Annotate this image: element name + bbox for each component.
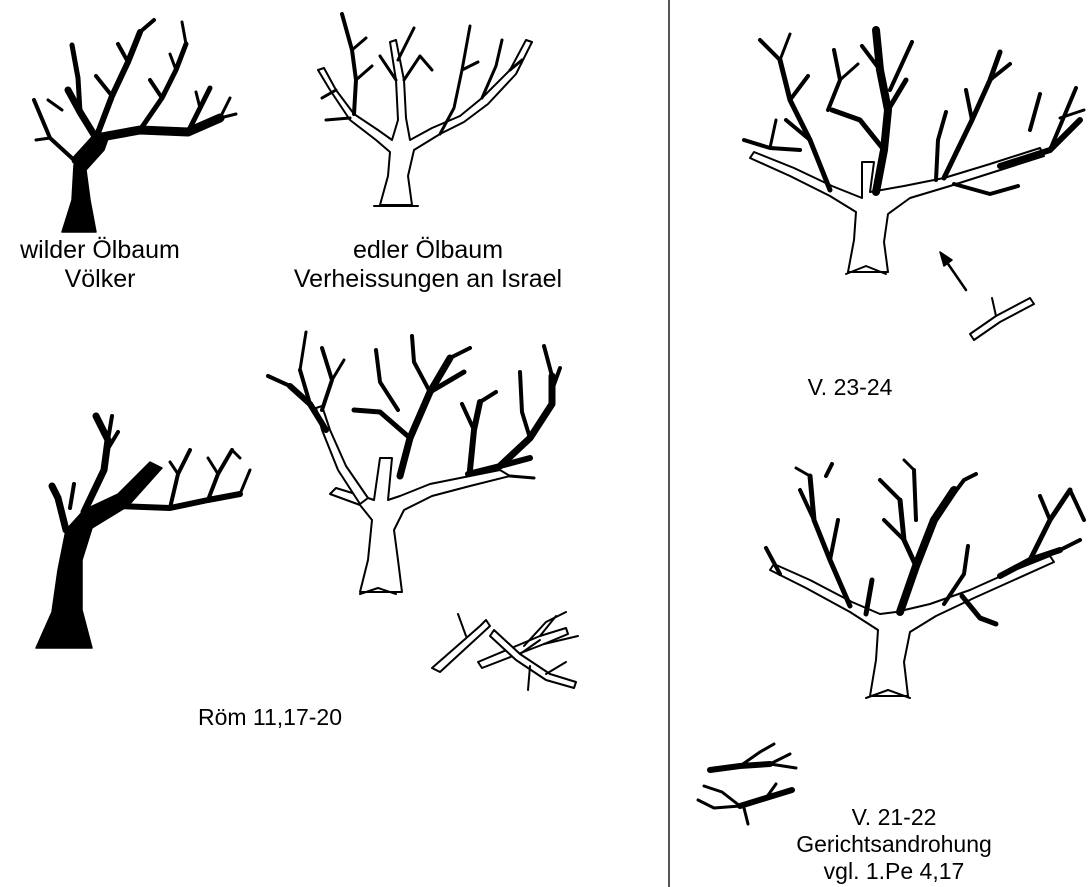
wild-olive-tree-cut-icon [36, 416, 250, 648]
broken-branches-icon [432, 612, 578, 690]
grafted-olive-tree-icon [268, 332, 560, 594]
peter-reference-label: vgl. 1.Pe 4,17 [774, 858, 1014, 885]
natural-branch-icon [970, 298, 1034, 340]
noble-olive-tree-icon [318, 14, 532, 206]
noble-tree-title: edler Ölbaum [268, 236, 588, 265]
wild-tree-caption: wilder Ölbaum Völker [0, 236, 200, 294]
noble-tree-caption: edler Ölbaum Verheissungen an Israel [268, 236, 588, 294]
regrafted-olive-tree-icon [744, 30, 1084, 274]
verse-21-22-caption: V. 21-22 Gerichtsandrohung vgl. 1.Pe 4,1… [774, 804, 1014, 885]
noble-tree-meaning: Verheissungen an Israel [268, 265, 588, 294]
arrow-up-left-icon [940, 252, 966, 290]
romans-reference: Röm 11,17-20 [160, 704, 380, 731]
wild-olive-tree-icon [34, 20, 236, 232]
verse-21-22-label: V. 21-22 [774, 804, 1014, 831]
wild-tree-title: wilder Ölbaum [0, 236, 200, 265]
wild-tree-meaning: Völker [0, 265, 200, 294]
verse-23-24-label: V. 23-24 [780, 374, 920, 401]
judgment-olive-tree-icon [766, 460, 1084, 698]
judgment-threat-label: Gerichtsandrohung [774, 831, 1014, 858]
column-divider [668, 0, 670, 887]
